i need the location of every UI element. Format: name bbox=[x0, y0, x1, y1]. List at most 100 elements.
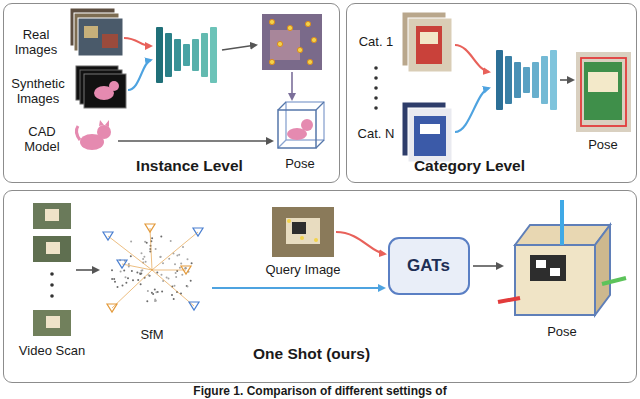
sfm-point-cloud bbox=[145, 224, 155, 232]
sfm-point-cloud bbox=[111, 278, 113, 280]
keypoint-image bbox=[305, 21, 310, 26]
pose-cube bbox=[278, 140, 286, 148]
sfm-point-cloud bbox=[139, 273, 141, 275]
sfm-point-cloud bbox=[174, 285, 176, 287]
query-image bbox=[314, 238, 318, 242]
sfm-point-cloud bbox=[103, 232, 113, 240]
pose-box bbox=[560, 200, 564, 245]
arrow bbox=[212, 287, 384, 289]
query-image bbox=[287, 219, 291, 223]
video-frames bbox=[33, 203, 71, 229]
sfm-point-cloud bbox=[136, 272, 138, 274]
category-dots bbox=[374, 66, 378, 70]
sfm-point-cloud bbox=[173, 298, 175, 300]
sfm-point-cloud bbox=[161, 291, 163, 293]
sfm-point-cloud bbox=[175, 272, 177, 274]
category-dots bbox=[374, 76, 378, 80]
input-label: Synthetic Images bbox=[5, 76, 71, 106]
cad-model bbox=[99, 120, 109, 127]
network-icon bbox=[550, 50, 557, 110]
panel-heading: Category Level bbox=[414, 157, 525, 175]
panel-heading: One Shot (ours) bbox=[253, 345, 370, 363]
setting-panel: Category Level bbox=[346, 3, 637, 183]
keypoint-image bbox=[287, 25, 292, 30]
keypoint-image bbox=[269, 59, 274, 64]
network-icon bbox=[201, 33, 208, 77]
output-label: Pose bbox=[285, 156, 315, 171]
sfm-point-cloud bbox=[155, 248, 157, 250]
output-label: Pose bbox=[547, 324, 577, 339]
keypoint-image bbox=[307, 59, 312, 64]
setting-panel: One Shot (ours) GATs bbox=[3, 190, 637, 383]
query-image bbox=[272, 207, 334, 257]
query-image bbox=[300, 236, 304, 240]
sfm-point-cloud bbox=[145, 261, 147, 263]
sfm-point-cloud bbox=[143, 256, 145, 258]
video-frames bbox=[45, 209, 59, 221]
pose-cube bbox=[316, 140, 324, 148]
sfm-point-cloud bbox=[130, 255, 132, 257]
sfm-point-cloud bbox=[132, 279, 134, 281]
sfm-point-cloud bbox=[170, 240, 172, 242]
sfm-point-cloud bbox=[159, 256, 161, 258]
node-label: GATs bbox=[407, 256, 450, 276]
category-pose-image bbox=[576, 52, 631, 132]
sfm-point-cloud bbox=[175, 276, 177, 278]
category-image-stack bbox=[408, 108, 452, 162]
network-icon bbox=[541, 56, 548, 104]
sfm-point-cloud bbox=[142, 258, 144, 260]
network-icon bbox=[514, 62, 521, 98]
sfm-point-cloud bbox=[113, 278, 115, 280]
category-label: Cat. N bbox=[358, 126, 395, 141]
sfm-point-cloud bbox=[131, 270, 133, 272]
sfm-point-cloud bbox=[130, 241, 132, 243]
network-icon bbox=[156, 27, 163, 83]
category-image-stack bbox=[402, 12, 452, 162]
setting-panel: Instance Level bbox=[3, 3, 340, 183]
category-dots bbox=[374, 86, 378, 90]
input-label: Query Image bbox=[265, 262, 340, 277]
category-image-stack bbox=[420, 32, 438, 44]
category-image-stack bbox=[408, 18, 452, 72]
sfm-point-cloud bbox=[112, 270, 152, 308]
sfm-point-cloud bbox=[140, 273, 142, 275]
sfm-point-cloud bbox=[161, 274, 163, 276]
sfm-point-cloud bbox=[117, 286, 119, 288]
sfm-point-cloud bbox=[154, 288, 156, 290]
stage-label: SfM bbox=[140, 327, 163, 342]
pose-box bbox=[498, 200, 626, 315]
sfm-point-cloud bbox=[176, 254, 178, 256]
sfm-point-cloud bbox=[148, 274, 150, 276]
input-label: CAD Model bbox=[18, 124, 66, 154]
input-label: Real Images bbox=[8, 27, 64, 57]
pose-cube bbox=[278, 110, 316, 148]
category-image-stack bbox=[416, 26, 442, 64]
category-dots bbox=[374, 96, 378, 100]
pose-box bbox=[530, 255, 566, 281]
cad-model bbox=[76, 126, 80, 140]
sfm-point-cloud bbox=[146, 242, 148, 244]
sfm-point-cloud bbox=[171, 294, 173, 296]
real-image-stack bbox=[102, 34, 118, 48]
keypoint-image bbox=[311, 37, 316, 42]
sfm-point-cloud bbox=[140, 270, 142, 272]
pose-box bbox=[595, 225, 610, 315]
sfm-point-cloud bbox=[123, 270, 125, 272]
category-image-stack bbox=[420, 124, 440, 134]
keypoint-image bbox=[262, 14, 322, 70]
sfm-point-cloud bbox=[127, 277, 129, 279]
sfm-point-cloud bbox=[150, 228, 152, 270]
category-pose-image bbox=[588, 72, 618, 92]
query-image bbox=[272, 207, 334, 257]
pose-cube bbox=[278, 102, 324, 148]
sfm-point-cloud bbox=[152, 270, 194, 306]
sfm-point-cloud bbox=[155, 300, 157, 302]
network-icon bbox=[165, 33, 172, 77]
sfm-point-cloud bbox=[160, 236, 162, 238]
sfm-point-cloud bbox=[151, 237, 153, 239]
pose-cube bbox=[301, 119, 313, 131]
sfm-point-cloud bbox=[190, 280, 192, 282]
query-image bbox=[292, 222, 306, 234]
input-arrows bbox=[124, 38, 151, 46]
